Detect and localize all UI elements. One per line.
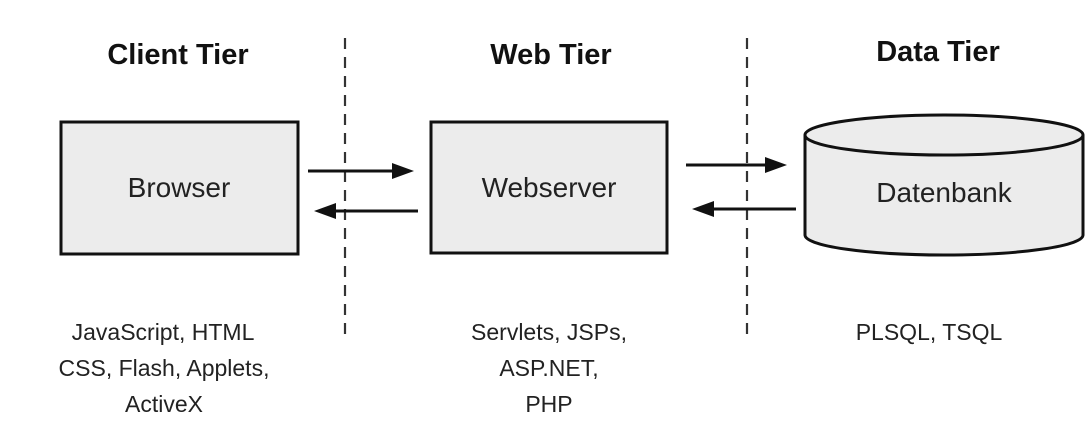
webserver-node: Webserver <box>429 120 669 255</box>
database-cylinder-body <box>803 135 1085 257</box>
data-tier-title: Data Tier <box>876 36 1000 68</box>
database-node: Datenbank <box>803 113 1085 257</box>
webserver-label: Webserver <box>482 172 617 203</box>
web-tech-line: ASP.NET, <box>499 355 598 381</box>
web-tech-line: Servlets, JSPs, <box>471 319 627 345</box>
web-tech-list: Servlets, JSPs, ASP.NET, PHP <box>471 319 627 417</box>
database-cylinder-top <box>803 113 1085 157</box>
client-tech-line: CSS, Flash, Applets, <box>59 355 270 381</box>
webserver-box <box>429 120 669 255</box>
web-tier-title: Web Tier <box>490 39 611 71</box>
client-tier-title: Client Tier <box>107 39 248 71</box>
client-tech-line: JavaScript, HTML <box>72 319 255 345</box>
client-tech-list: JavaScript, HTML CSS, Flash, Applets, Ac… <box>59 319 270 417</box>
arrow-webserver-to-browser <box>314 203 418 219</box>
arrow-browser-to-webserver <box>308 163 414 179</box>
data-tech-line: PLSQL, TSQL <box>856 319 1003 345</box>
arrow-database-to-webserver <box>692 201 796 217</box>
browser-label: Browser <box>128 172 231 203</box>
web-tech-line: PHP <box>525 391 572 417</box>
database-label: Datenbank <box>876 177 1012 208</box>
browser-node: Browser <box>59 120 300 256</box>
arrow-webserver-to-database <box>686 157 787 173</box>
client-tech-line: ActiveX <box>125 391 203 417</box>
browser-box <box>59 120 300 256</box>
data-tech-list: PLSQL, TSQL <box>856 319 1003 345</box>
